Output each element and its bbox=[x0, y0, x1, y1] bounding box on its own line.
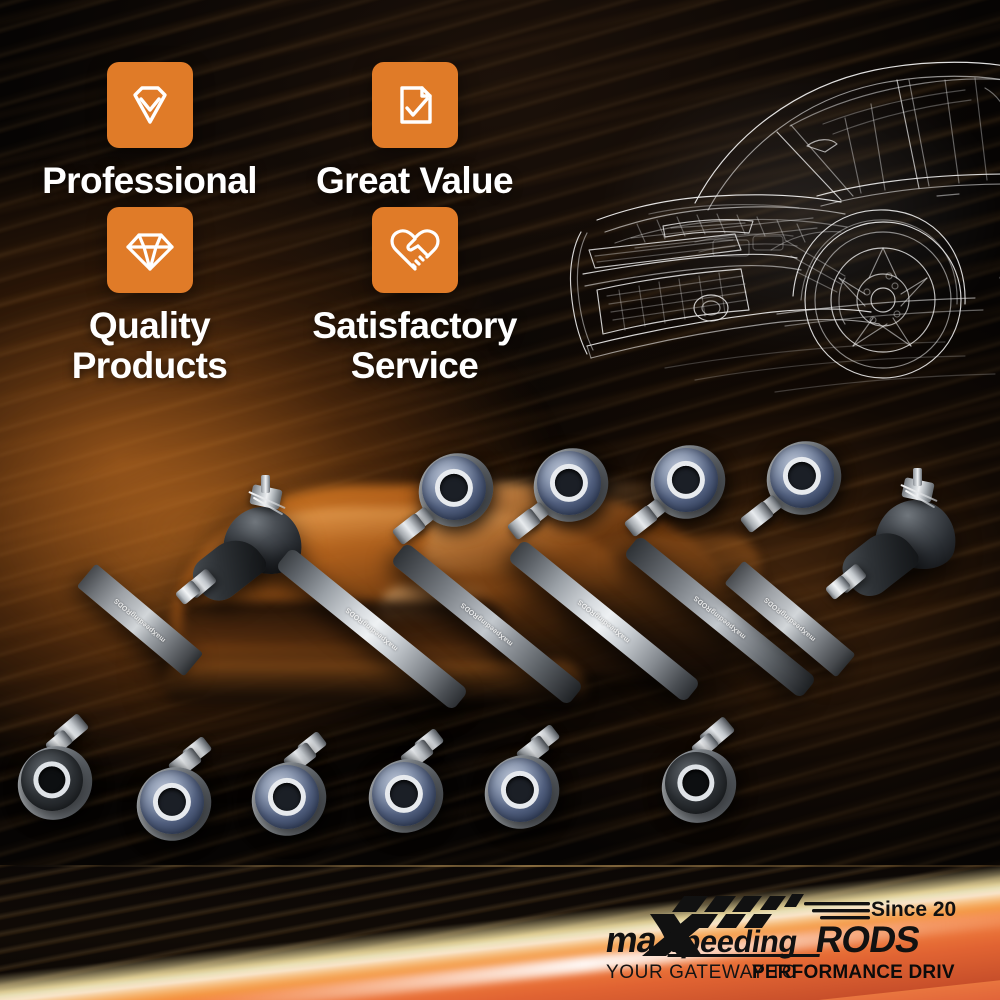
control-arm-3: maXpeedingRODS bbox=[236, 433, 624, 851]
shield-gem-check-icon bbox=[106, 62, 193, 148]
control-arm-5: maXpeedingRODS bbox=[469, 426, 857, 844]
speed-lines-icon bbox=[804, 902, 870, 920]
control-arm-6: maXpeedingRODS bbox=[646, 468, 964, 839]
footer-banner bbox=[0, 865, 1000, 1000]
control-arm-1: maXpeedingRODS bbox=[2, 475, 310, 836]
feature-label: Quality Products bbox=[71, 304, 228, 386]
logo-tagline-bold: PERFORMANCE DRIVING bbox=[752, 962, 956, 983]
feature-label: Satisfactory Service bbox=[312, 304, 517, 386]
feature-quality-products: Quality Products bbox=[22, 206, 277, 386]
since-text: Since 2006 bbox=[871, 898, 956, 921]
logo-tagline-light: YOUR GATEWAY TO bbox=[606, 962, 797, 983]
feature-label: Professional bbox=[42, 160, 257, 201]
feature-satisfactory-service: Satisfactory Service bbox=[287, 206, 542, 386]
product-group: maXpeedingRODS maXpeedingRODS bbox=[0, 426, 1000, 870]
logo-rods: RODS bbox=[813, 918, 923, 960]
feature-great-value: Great Value bbox=[287, 62, 542, 201]
banner-top-edge bbox=[0, 865, 1000, 867]
heart-handshake-icon bbox=[371, 206, 458, 293]
logo-x-mark bbox=[642, 914, 716, 956]
brand-logo[interactable]: .wm{font-family:"Liberation Sans", sans-… bbox=[596, 890, 956, 986]
shaft-brand: maXpeedingRODS bbox=[762, 595, 818, 643]
document-check-icon bbox=[371, 62, 458, 148]
feature-label: Great Value bbox=[315, 160, 514, 201]
feature-grid: Professional Great Value bbox=[22, 62, 542, 386]
wireframe-car-illustration bbox=[545, 28, 1000, 398]
feature-professional: Professional bbox=[22, 62, 277, 201]
diamond-icon bbox=[106, 206, 193, 293]
control-arm-2: maXpeedingRODS bbox=[121, 438, 509, 856]
control-arm-4: maXpeedingRODS bbox=[353, 430, 741, 848]
